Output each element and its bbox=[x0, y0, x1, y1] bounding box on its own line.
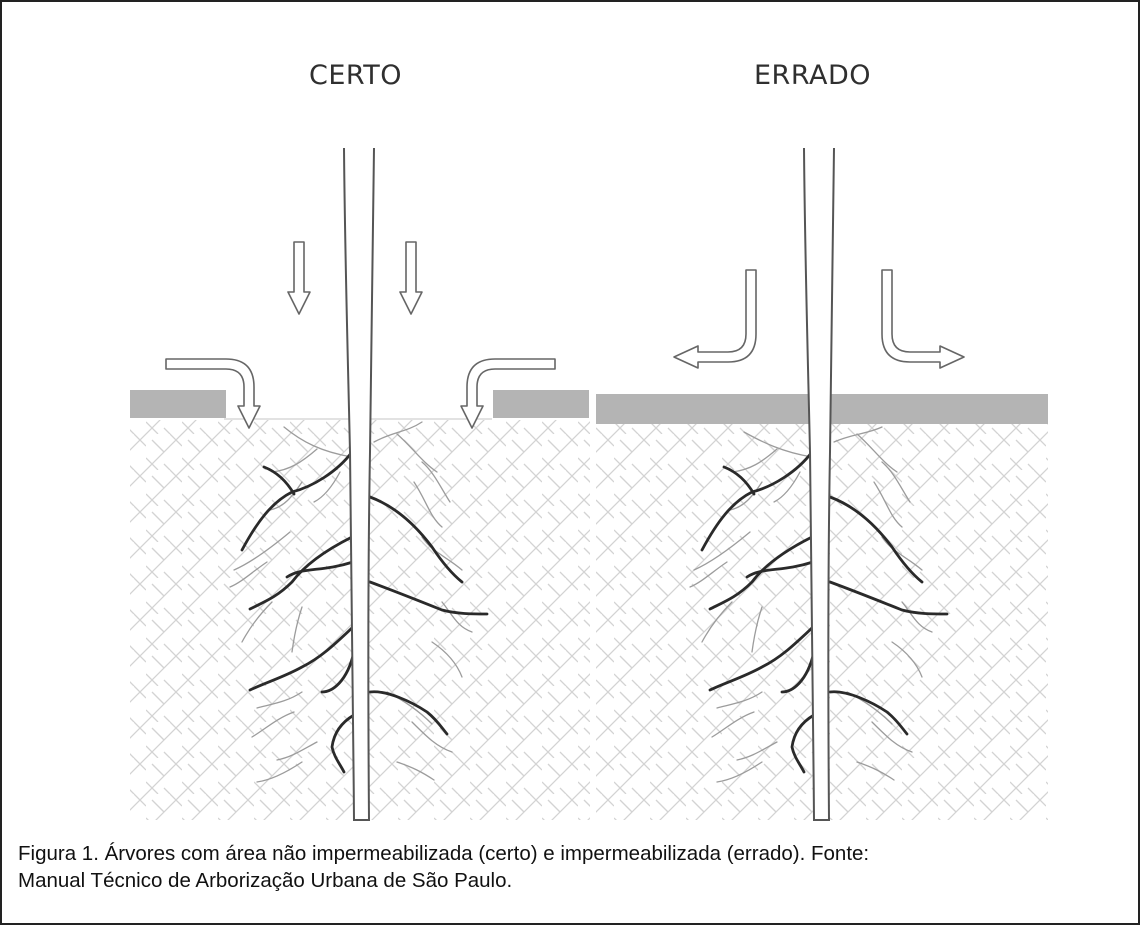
left-pavement-left bbox=[130, 390, 226, 418]
left-fine-roots bbox=[229, 421, 473, 783]
left-pavement-right bbox=[493, 390, 589, 418]
right-arrow-diverted-left bbox=[673, 269, 757, 369]
right-main-roots bbox=[700, 450, 949, 774]
figure-caption: Figura 1. Árvores com área não impermeab… bbox=[18, 840, 1136, 894]
left-panel-title: CERTO bbox=[309, 60, 402, 91]
right-panel-title: ERRADO bbox=[754, 60, 871, 91]
left-arrow-down-1 bbox=[287, 241, 311, 315]
left-trunk bbox=[343, 147, 375, 821]
right-panel bbox=[596, 147, 1048, 821]
caption-line-2: Manual Técnico de Arborização Urbana de … bbox=[18, 869, 513, 892]
right-arrow-diverted-right bbox=[881, 269, 965, 369]
right-trunk bbox=[803, 147, 835, 821]
left-arrow-down-2 bbox=[399, 241, 423, 315]
left-arrow-bent-left bbox=[165, 358, 261, 429]
left-arrow-bent-right bbox=[460, 358, 556, 429]
left-main-roots bbox=[240, 450, 489, 774]
caption-line-1: Figura 1. Árvores com área não impermeab… bbox=[18, 842, 870, 865]
left-panel bbox=[130, 147, 590, 821]
diagram-illustration bbox=[130, 147, 1048, 821]
